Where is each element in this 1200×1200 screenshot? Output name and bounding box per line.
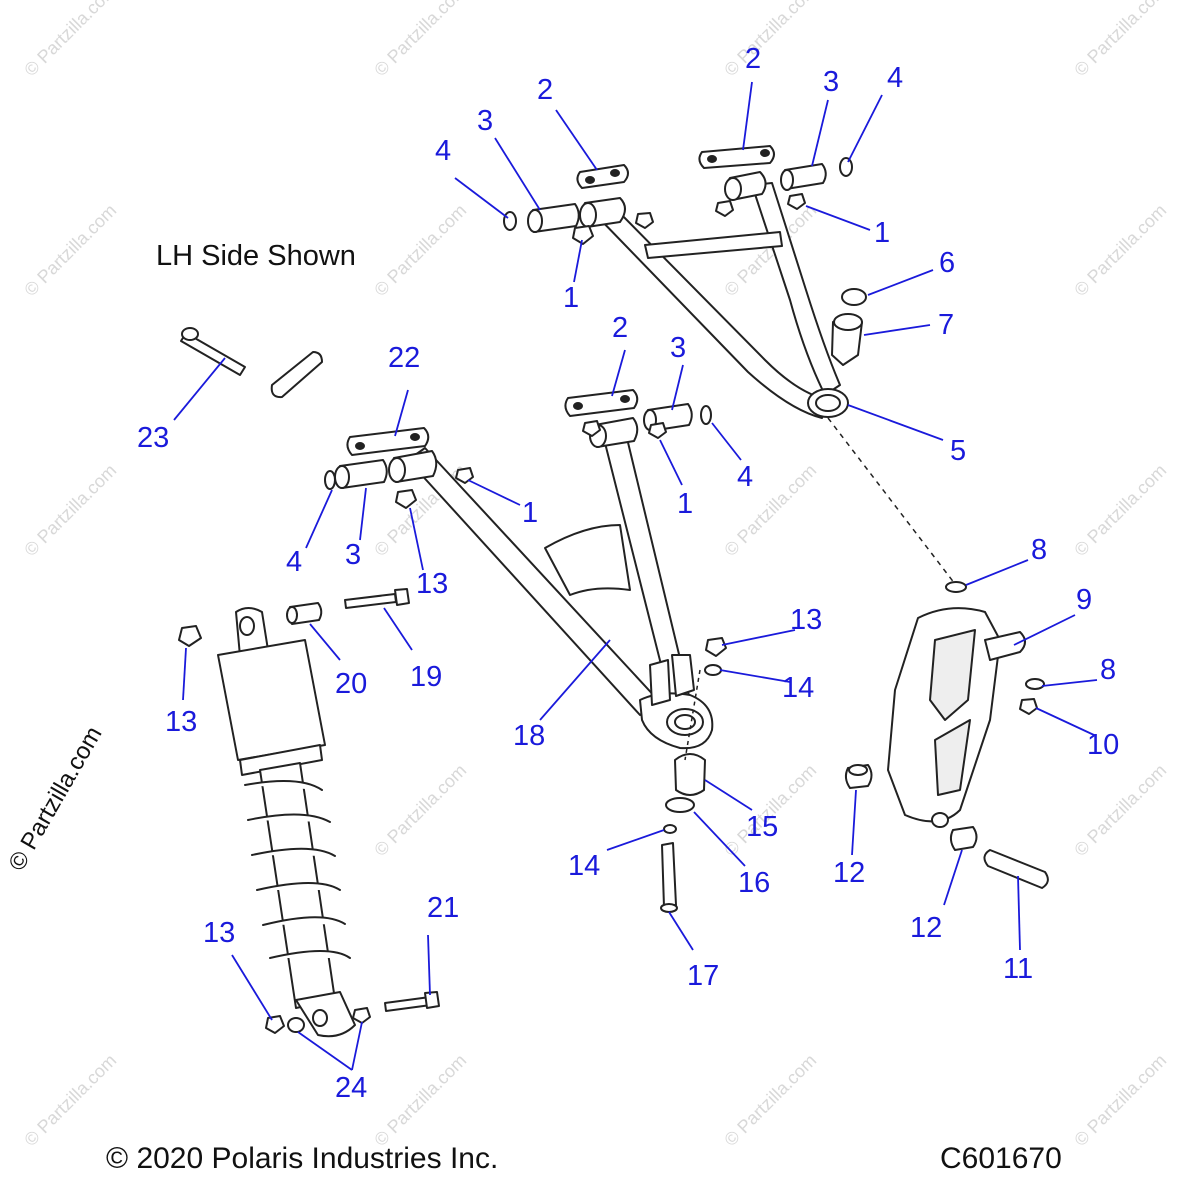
callout-4: 4 (887, 62, 904, 94)
callout-3: 3 (670, 332, 687, 364)
callout-1: 1 (522, 497, 539, 529)
copyright: © 2020 Polaris Industries Inc. (106, 1142, 499, 1175)
callout-22: 22 (388, 342, 421, 374)
upper-a-arm (579, 171, 849, 419)
callout-14: 14 (568, 850, 601, 882)
callout-15: 15 (746, 811, 779, 843)
lh-side-note: LH Side Shown (156, 240, 356, 272)
callout-16: 16 (738, 867, 771, 899)
callout-19: 19 (410, 661, 443, 693)
steering-knuckle (844, 581, 1049, 889)
lower-bushings (178, 327, 712, 647)
callout-4: 4 (435, 135, 452, 167)
callout-8: 8 (1100, 654, 1117, 686)
callout-10: 10 (1087, 729, 1120, 761)
callout-4: 4 (737, 461, 754, 493)
callout-11: 11 (1003, 953, 1034, 985)
dashed-assembly-line (827, 417, 956, 585)
lower-a-arm (388, 417, 714, 750)
callout-4: 4 (286, 546, 303, 578)
shock-absorber (217, 607, 440, 1038)
callout-1: 1 (563, 282, 580, 314)
callout-17: 17 (687, 960, 720, 992)
callout-12: 12 (833, 857, 866, 889)
callout-1: 1 (677, 488, 694, 520)
callout-2: 2 (612, 312, 629, 344)
callout-2: 2 (537, 74, 554, 106)
callout-2: 2 (745, 43, 762, 75)
callout-7: 7 (938, 309, 955, 341)
callout-3: 3 (477, 105, 494, 137)
callout-13: 13 (165, 706, 198, 738)
callout-6: 6 (939, 247, 956, 279)
callout-20: 20 (335, 668, 368, 700)
callout-3: 3 (345, 539, 362, 571)
leader-lines (173, 81, 1098, 1071)
ball-joint-parts (660, 637, 727, 913)
callout-9: 9 (1076, 584, 1093, 616)
callout-1: 1 (874, 217, 891, 249)
callout-3: 3 (823, 66, 840, 98)
callout-23: 23 (137, 422, 170, 454)
callout-21: 21 (427, 892, 460, 924)
upper-bushings (503, 145, 867, 366)
callout-13: 13 (790, 604, 823, 636)
callout-5: 5 (950, 435, 967, 467)
callout-12: 12 (910, 912, 943, 944)
callout-18: 18 (513, 720, 546, 752)
diagram-code: C601670 (940, 1142, 1062, 1175)
callout-13: 13 (203, 917, 236, 949)
callout-14: 14 (782, 672, 815, 704)
callout-8: 8 (1031, 534, 1048, 566)
callout-13: 13 (416, 568, 449, 600)
callout-24: 24 (335, 1072, 368, 1104)
